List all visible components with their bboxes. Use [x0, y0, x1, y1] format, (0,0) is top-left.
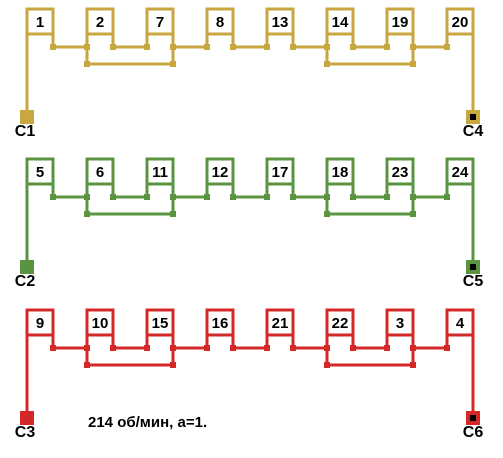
end-terminal: C6 [463, 411, 484, 441]
slot-number: 4 [456, 315, 465, 332]
slot-number: 12 [212, 164, 229, 181]
caption: 214 об/мин, a=1. [88, 414, 207, 431]
phase-c-winding: 9 10 15 16 21 22 3 4C3 C6 [15, 308, 484, 441]
slot-number: 18 [332, 164, 349, 181]
end-terminal-label: C6 [463, 424, 484, 441]
coil-slot: 19 [385, 7, 415, 36]
coil-slot: 1 [25, 7, 55, 36]
slot-number: 8 [216, 14, 224, 31]
coil-slot: 22 [325, 308, 355, 337]
start-terminal-label: C2 [15, 273, 36, 290]
coil-slot: 7 [145, 7, 175, 36]
slot-number: 10 [92, 315, 109, 332]
slot-number: 22 [332, 315, 349, 332]
coil-slot: 14 [325, 7, 355, 36]
slot-number: 21 [272, 315, 289, 332]
coil-slot: 20 [445, 7, 475, 36]
end-terminal-label: C5 [463, 273, 484, 290]
slot-number: 24 [452, 164, 469, 181]
coil-slot: 4 [445, 308, 475, 337]
coil-slot: 17 [265, 157, 295, 186]
slot-number: 6 [96, 164, 104, 181]
slot-number: 13 [272, 14, 289, 31]
slot-number: 14 [332, 14, 349, 31]
coil-slot: 11 [145, 157, 175, 186]
start-terminal-label: C1 [15, 123, 36, 140]
coil-slot: 5 [25, 157, 55, 186]
coil-slot: 10 [85, 308, 115, 337]
slot-number: 7 [156, 14, 164, 31]
coil-slot: 9 [25, 308, 55, 337]
slot-number: 16 [212, 315, 229, 332]
start-terminal: C3 [15, 411, 36, 441]
coil-slot: 12 [205, 157, 235, 186]
coil-slot: 23 [385, 157, 415, 186]
slot-number: 9 [36, 315, 44, 332]
coil-slot: 6 [85, 157, 115, 186]
coil-slot: 8 [205, 7, 235, 36]
start-terminal: C2 [15, 260, 36, 290]
coil-slot: 3 [385, 308, 415, 337]
coil-slot: 18 [325, 157, 355, 186]
slot-number: 17 [272, 164, 289, 181]
slot-number: 3 [396, 315, 404, 332]
coil-slot: 15 [145, 308, 175, 337]
slot-number: 2 [96, 14, 104, 31]
slot-number: 19 [392, 14, 409, 31]
start-terminal: C1 [15, 110, 36, 140]
slot-number: 23 [392, 164, 409, 181]
coil-slot: 16 [205, 308, 235, 337]
slot-number: 15 [152, 315, 169, 332]
end-terminal-label: C4 [463, 123, 484, 140]
coil-slot: 24 [445, 157, 475, 186]
coil-slot: 2 [85, 7, 115, 36]
coil-slot: 13 [265, 7, 295, 36]
slot-number: 5 [36, 164, 44, 181]
slot-number: 1 [36, 14, 44, 31]
slot-number: 11 [152, 164, 168, 181]
end-terminal: C4 [463, 110, 484, 140]
end-terminal: C5 [463, 260, 484, 290]
slot-number: 20 [452, 14, 469, 31]
coil-slot: 21 [265, 308, 295, 337]
start-terminal-label: C3 [15, 424, 36, 441]
